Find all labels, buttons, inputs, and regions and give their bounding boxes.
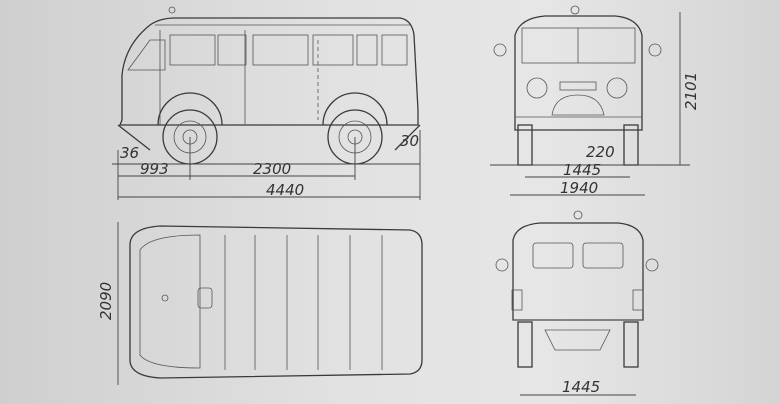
rear-view: 1445 <box>495 210 659 396</box>
front-approach-angle-label: 36 <box>120 144 139 162</box>
overall-width-label: 1940 <box>560 179 598 197</box>
front-track-label: 1445 <box>563 161 601 179</box>
top-view: 2090 <box>97 222 423 385</box>
side-view: 36 993 2300 30 4440 <box>112 6 421 200</box>
overall-height-label: 2101 <box>682 72 700 110</box>
rear-departure-angle-label: 30 <box>400 132 419 150</box>
top-width-label: 2090 <box>97 282 115 320</box>
ground-clearance-label: 220 <box>586 143 615 161</box>
rear-track-label: 1445 <box>562 378 600 396</box>
wheelbase-label: 2300 <box>253 160 291 178</box>
beacon-icon <box>168 6 176 14</box>
overall-length-label: 4440 <box>266 181 304 199</box>
front-view: 2101 220 1445 1940 <box>490 5 700 197</box>
front-overhang-label: 993 <box>140 160 169 178</box>
